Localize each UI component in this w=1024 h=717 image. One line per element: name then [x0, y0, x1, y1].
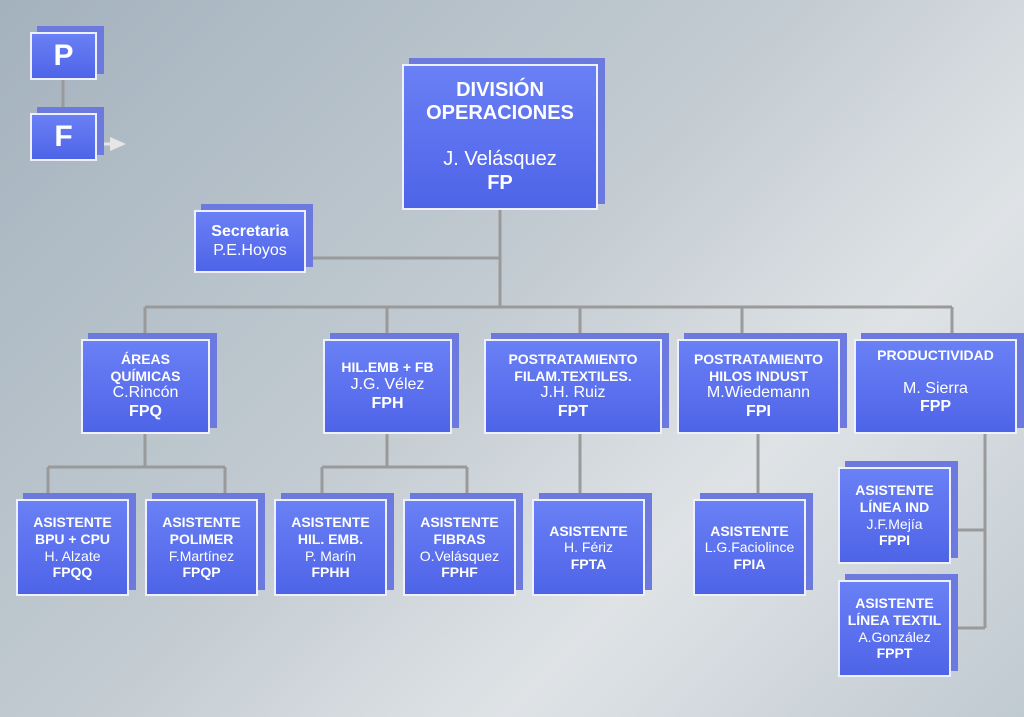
assistant-title-line1: ASISTENTE — [855, 595, 934, 612]
department-code: FPH — [371, 394, 404, 412]
assistant-code: FPHF — [441, 564, 478, 581]
assistant-box-fppt: ASISTENTE LÍNEA TEXTIL A.González FPPT — [838, 580, 951, 677]
department-box-fpq: ÁREAS QUÍMICAS C.Rincón FPQ — [81, 339, 210, 434]
assistant-box-fpia: ASISTENTE L.G.Faciolince FPIA — [693, 499, 806, 596]
department-title-line1: HIL.EMB + FB — [341, 359, 434, 376]
assistant-name: O.Velásquez — [419, 547, 500, 564]
division-code: FP — [487, 171, 513, 194]
department-title-line1: ÁREAS — [120, 351, 170, 368]
assistant-title-line2: LÍNEA IND — [859, 498, 930, 515]
division-head-name: J. Velásquez — [443, 148, 557, 170]
department-title-line2: FILAM.TEXTILES. — [514, 367, 632, 384]
assistant-box-fpqq: ASISTENTE BPU + CPU H. Alzate FPQQ — [16, 499, 129, 596]
assistant-title-line2: FIBRAS — [433, 530, 486, 547]
legend-box-p: P — [30, 32, 97, 80]
assistant-title-line1: ASISTENTE — [33, 514, 112, 531]
assistant-name: L.G.Faciolince — [704, 539, 795, 556]
secretary-title: Secretaria — [211, 222, 289, 240]
assistant-title-line1: ASISTENTE — [420, 514, 499, 531]
assistant-title-line1: ASISTENTE — [162, 514, 241, 531]
department-title-line1: POSTRATAMIENTO — [693, 351, 824, 368]
department-code: FPQ — [129, 403, 162, 421]
assistant-box-fphh: ASISTENTE HIL. EMB. P. Marín FPHH — [274, 499, 387, 596]
assistant-code: FPTA — [570, 555, 607, 572]
division-title-line2: OPERACIONES — [426, 102, 574, 125]
department-head-name: C.Rincón — [112, 384, 179, 402]
assistant-code: FPQQ — [52, 564, 93, 581]
assistant-title-line1: ASISTENTE — [549, 522, 628, 539]
assistant-name: J.F.Mejía — [866, 515, 923, 532]
department-box-fph: HIL.EMB + FB J.G. Vélez FPH — [323, 339, 452, 434]
assistant-title-line2: POLIMER — [169, 530, 234, 547]
assistant-code: FPPT — [876, 645, 913, 662]
assistant-title-line2: HIL. EMB. — [297, 530, 364, 547]
department-head-name: M. Sierra — [903, 379, 968, 397]
assistant-title-line1: ASISTENTE — [855, 482, 934, 499]
department-box-fpp: PRODUCTIVIDAD M. Sierra FPP — [854, 339, 1017, 434]
department-code: FPI — [746, 403, 771, 421]
division-title-line1: DIVISIÓN — [456, 78, 544, 101]
assistant-box-fppi: ASISTENTE LÍNEA IND J.F.Mejía FPPI — [838, 467, 951, 564]
department-head-name: J.H. Ruiz — [540, 384, 606, 402]
assistant-title-line1: ASISTENTE — [291, 514, 370, 531]
department-box-fpi: POSTRATAMIENTO HILOS INDUST M.Wiedemann … — [677, 339, 840, 434]
legend-letter-f: F — [54, 120, 73, 154]
assistant-name: H. Fériz — [564, 539, 613, 556]
assistant-code: FPQP — [182, 564, 221, 581]
secretary-box: Secretaria P.E.Hoyos — [194, 210, 306, 273]
assistant-title-line2: LÍNEA TEXTIL — [847, 611, 942, 628]
assistant-code: FPIA — [733, 555, 766, 572]
assistant-code: FPHH — [311, 564, 350, 581]
department-box-fpt: POSTRATAMIENTO FILAM.TEXTILES. J.H. Ruiz… — [484, 339, 662, 434]
assistant-name: F.Martínez — [168, 547, 235, 564]
assistant-title-line1: ASISTENTE — [710, 522, 789, 539]
assistant-name: H. Alzate — [44, 547, 101, 564]
assistant-name: P. Marín — [304, 547, 357, 564]
assistant-box-fphf: ASISTENTE FIBRAS O.Velásquez FPHF — [403, 499, 516, 596]
secretary-name: P.E.Hoyos — [213, 241, 287, 259]
department-head-name: M.Wiedemann — [706, 384, 811, 402]
legend-letter-p: P — [53, 39, 74, 73]
department-code: FPT — [557, 403, 589, 421]
department-code: FPP — [919, 398, 952, 416]
assistant-title-line2: BPU + CPU — [34, 530, 111, 547]
assistant-box-fpqp: ASISTENTE POLIMER F.Martínez FPQP — [145, 499, 258, 596]
assistant-name: A.González — [858, 628, 931, 645]
department-title-line2: HILOS INDUST — [709, 367, 808, 384]
department-title-line1: PRODUCTIVIDAD — [877, 347, 994, 363]
division-box: DIVISIÓN OPERACIONES J. Velásquez FP — [402, 64, 598, 210]
legend-box-f: F — [30, 113, 97, 161]
department-title-line2: QUÍMICAS — [110, 367, 181, 384]
department-title-line1: POSTRATAMIENTO — [508, 351, 638, 368]
assistant-box-fpta: ASISTENTE H. Fériz FPTA — [532, 499, 645, 596]
department-head-name: J.G. Vélez — [350, 375, 425, 393]
assistant-code: FPPI — [878, 532, 911, 549]
